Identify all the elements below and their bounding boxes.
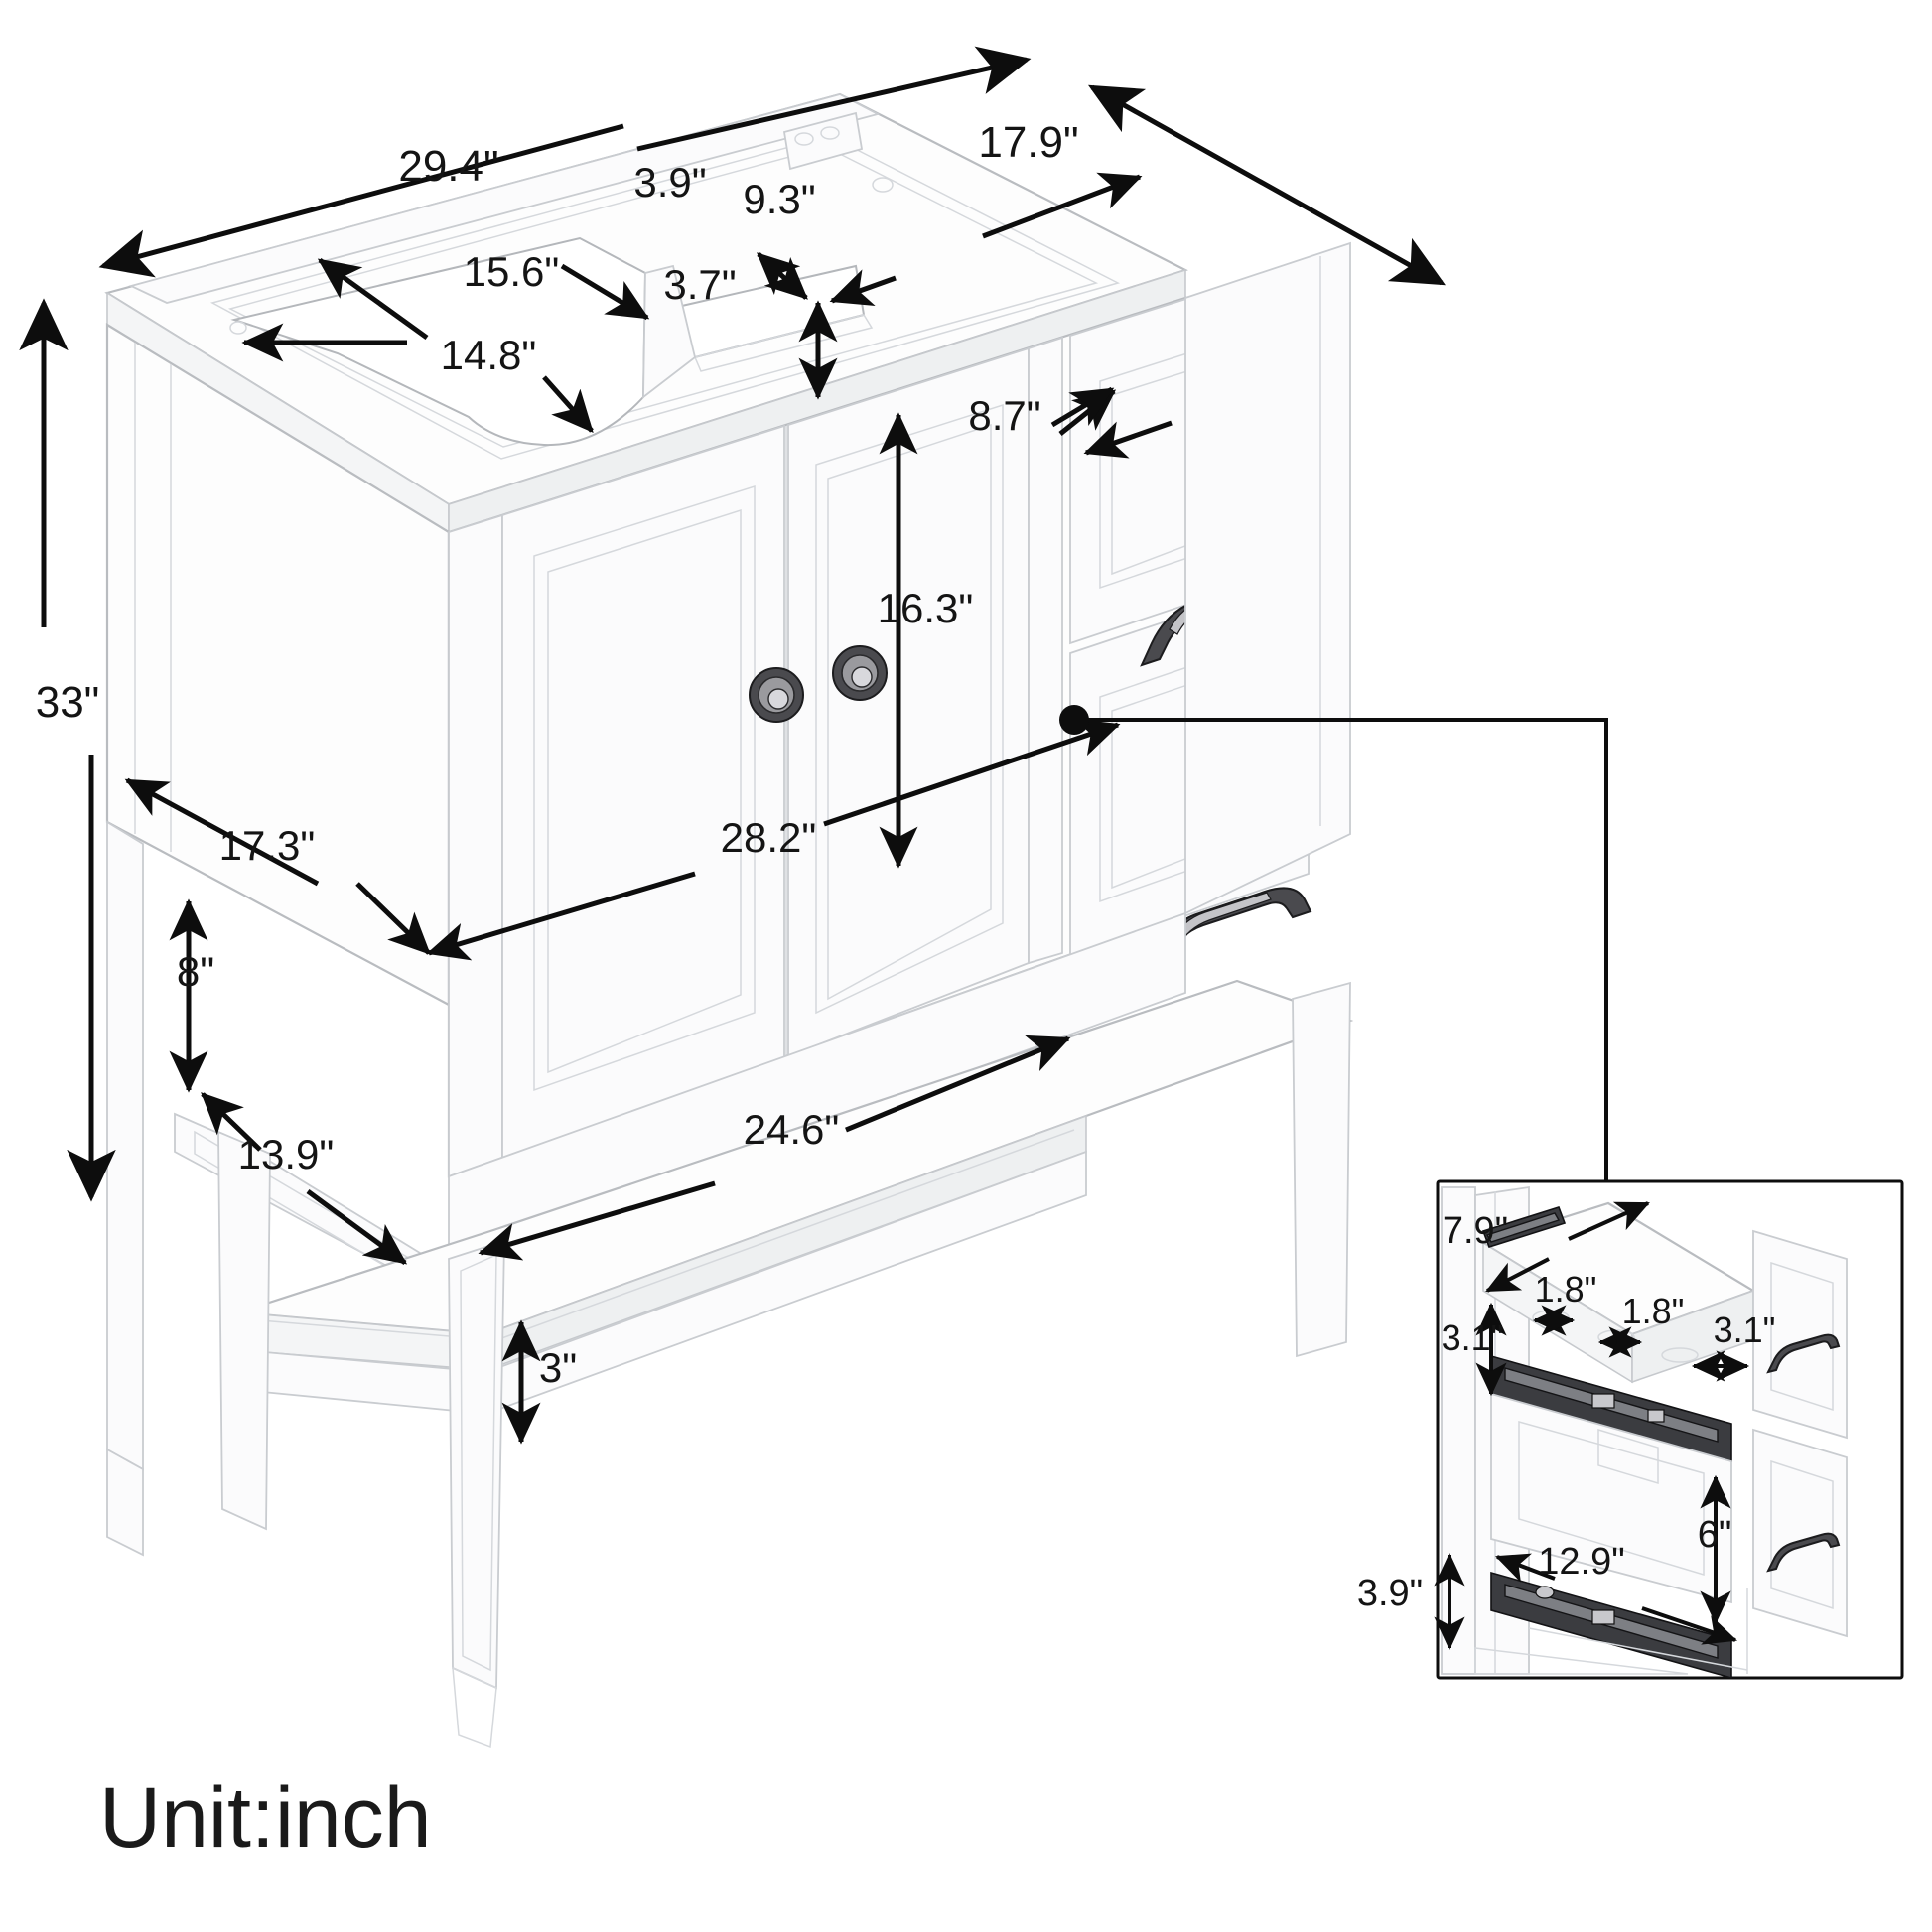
dimension-labels: 29.4" 17.9" 3.9" 9.3" 3.7" 15.6" 14.8" 3… bbox=[36, 118, 1776, 1614]
drawer-column-stile bbox=[1028, 336, 1063, 965]
dim-drawer-width: 8.7" bbox=[968, 392, 1040, 439]
door-knob-right[interactable] bbox=[832, 645, 888, 701]
left-rear-leg bbox=[106, 820, 144, 1471]
dim-overall-depth: 17.9" bbox=[978, 118, 1078, 167]
dim-drawer-gap: 6" bbox=[1698, 1514, 1732, 1556]
dim-sink-cutout-depth: 3.7" bbox=[663, 261, 736, 308]
dim-overall-width: 29.4" bbox=[398, 142, 498, 191]
door-left-inner-panel bbox=[533, 484, 756, 1092]
dim-faucet-hole-offset: 3.9" bbox=[633, 159, 706, 206]
dim-side-depth: 17.3" bbox=[219, 822, 316, 869]
dim-hole-offset-right: 3.1" bbox=[1714, 1310, 1776, 1350]
drawer-detail-inset bbox=[1434, 1179, 1904, 1680]
dim-drawer-stack-height: 16.3" bbox=[878, 585, 974, 631]
dim-drawer-interior-depth: 7.9" bbox=[1443, 1210, 1508, 1252]
cutout-center-divider bbox=[642, 264, 697, 399]
dim-bottom-shelf-depth: 13.9" bbox=[238, 1131, 335, 1177]
dim-sink-cutout-diagonal: 14.8" bbox=[441, 332, 537, 378]
dim-cabinet-height: 33" bbox=[36, 678, 100, 727]
dimension-lines bbox=[19, 46, 1446, 1445]
back-brace-plate bbox=[782, 111, 864, 171]
dim-open-shelf-height: 8" bbox=[177, 948, 214, 995]
dim-leg-height: 3" bbox=[539, 1344, 577, 1391]
right-side-panel bbox=[1184, 241, 1351, 915]
dim-hole-spacing-left: 1.8" bbox=[1535, 1269, 1597, 1310]
screw-icon bbox=[820, 126, 840, 140]
sink-cutout-left bbox=[230, 236, 647, 447]
open-shelf-void bbox=[448, 911, 1186, 1261]
shelf-lip-line2 bbox=[495, 1129, 1075, 1341]
leg-foot-taper bbox=[452, 1666, 497, 1749]
backsplash bbox=[128, 93, 881, 304]
dim-sink-cutout-width: 15.6" bbox=[464, 248, 560, 295]
dim-lower-drawer-width: 12.9" bbox=[1538, 1541, 1624, 1583]
screw-icon bbox=[872, 177, 894, 193]
screw-icon bbox=[794, 132, 814, 146]
dim-bottom-shelf-width: 24.6" bbox=[744, 1106, 840, 1153]
door-right-inner-panel bbox=[815, 403, 1004, 1015]
front-left-stile bbox=[448, 513, 503, 1178]
dim-hole-spacing-mid: 1.8" bbox=[1622, 1291, 1685, 1331]
unit-label: Unit:inch bbox=[99, 1770, 432, 1865]
dim-front-width: 28.2" bbox=[721, 814, 817, 861]
cabinet-door-left bbox=[501, 424, 785, 1160]
dim-sink-cutout-right: 9.3" bbox=[743, 176, 815, 222]
door-knob-left[interactable] bbox=[749, 667, 804, 723]
cabinet-door-right bbox=[787, 346, 1030, 1058]
door-left-inner-panel2 bbox=[547, 508, 742, 1074]
detail-callout-leader bbox=[1059, 705, 1608, 1187]
leg-rear-right bbox=[1292, 981, 1351, 1358]
dim-top-drawer-height: 3.1" bbox=[1442, 1317, 1504, 1358]
leg-front-left bbox=[217, 1130, 271, 1531]
dim-lower-drawer-height: 3.9" bbox=[1357, 1573, 1423, 1614]
leg-rear-left bbox=[106, 1448, 144, 1557]
door-right-inner-panel2 bbox=[827, 423, 992, 1001]
